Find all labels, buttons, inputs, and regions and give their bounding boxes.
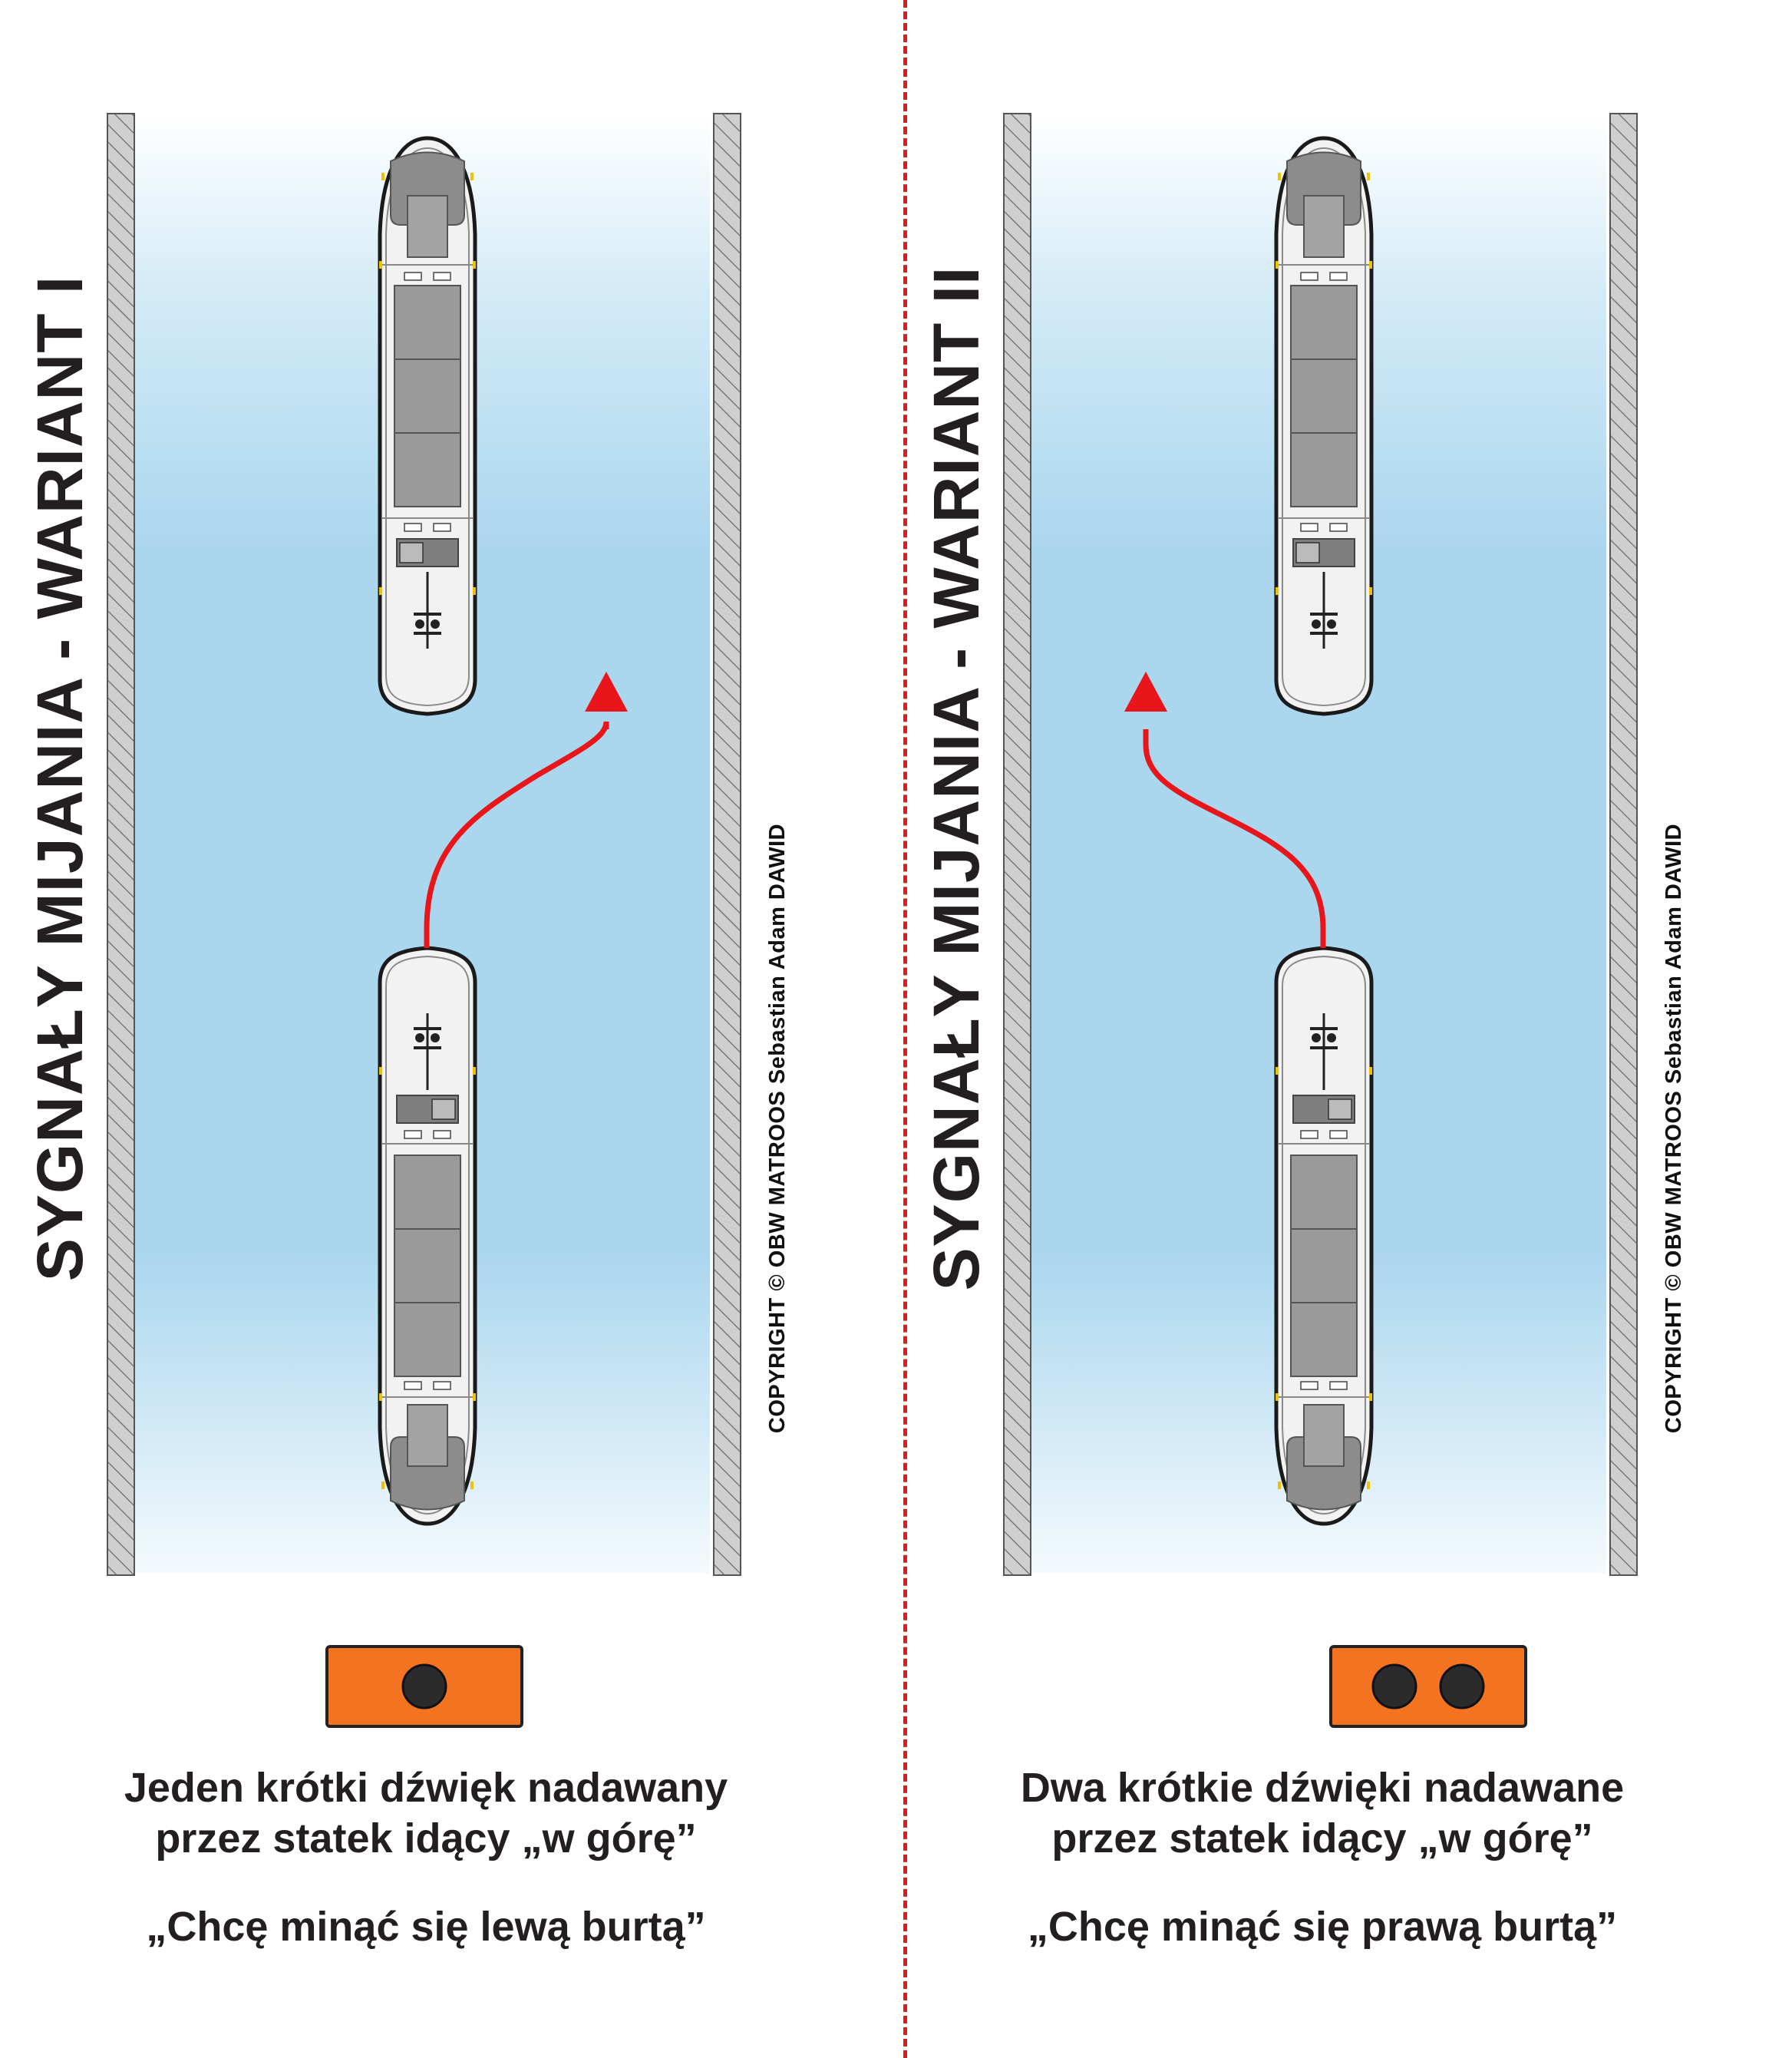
variant-1-panel: SYGNAŁY MIJANIA - WARIANT I COPYRIGHT © … bbox=[0, 113, 852, 1950]
signal-meaning: „Chcę minąć się prawą burtą” bbox=[1027, 1904, 1618, 1950]
variant-2-panel: SYGNAŁY MIJANIA - WARIANT II COPYRIGHT ©… bbox=[896, 0, 1792, 2058]
course-arrow-head bbox=[585, 672, 628, 712]
course-arrow-line bbox=[424, 721, 609, 948]
short-blast-dot bbox=[1439, 1663, 1485, 1709]
right-bank-wall bbox=[713, 113, 741, 1576]
left-bank-wall bbox=[107, 113, 135, 1576]
description-line-2: przez statek idący „w górę” bbox=[1051, 1815, 1593, 1861]
course-arrow-line bbox=[1143, 729, 1326, 948]
sound-signal-box bbox=[1329, 1645, 1527, 1728]
upstream-ship bbox=[379, 948, 476, 1524]
signal-description: Jeden krótki dźwięk nadawany przez state… bbox=[0, 1762, 852, 1864]
signal-description: Dwa krótkie dźwięki nadawane przez state… bbox=[896, 1762, 1748, 1864]
copyright-notice: COPYRIGHT © OBW MATROOS Sebastian Adam D… bbox=[1662, 823, 1686, 1434]
sound-signal-box bbox=[325, 1645, 523, 1728]
description-line-2: przez statek idący „w górę” bbox=[155, 1815, 697, 1861]
variant-2-diagram bbox=[1003, 113, 1638, 1576]
page-title: SYGNAŁY MIJANIA - WARIANT II bbox=[920, 266, 992, 1291]
downstream-ship bbox=[379, 138, 476, 714]
signal-meaning: „Chcę minąć się lewą burtą” bbox=[146, 1904, 706, 1950]
downstream-ship bbox=[1276, 138, 1372, 714]
description-line-1: Jeden krótki dźwięk nadawany bbox=[124, 1765, 728, 1811]
short-blast-dot bbox=[1371, 1663, 1417, 1709]
short-blast-dot bbox=[401, 1663, 447, 1709]
right-bank-wall bbox=[1609, 113, 1638, 1576]
variant-1-diagram bbox=[107, 113, 741, 1576]
page-title: SYGNAŁY MIJANIA - WARIANT I bbox=[24, 275, 96, 1282]
copyright-notice: COPYRIGHT © OBW MATROOS Sebastian Adam D… bbox=[765, 823, 790, 1434]
course-arrow-head bbox=[1124, 672, 1167, 712]
description-line-1: Dwa krótkie dźwięki nadawane bbox=[1020, 1765, 1625, 1811]
upstream-ship bbox=[1276, 948, 1372, 1524]
left-bank-wall bbox=[1003, 113, 1031, 1576]
panel-divider bbox=[903, 0, 907, 2058]
